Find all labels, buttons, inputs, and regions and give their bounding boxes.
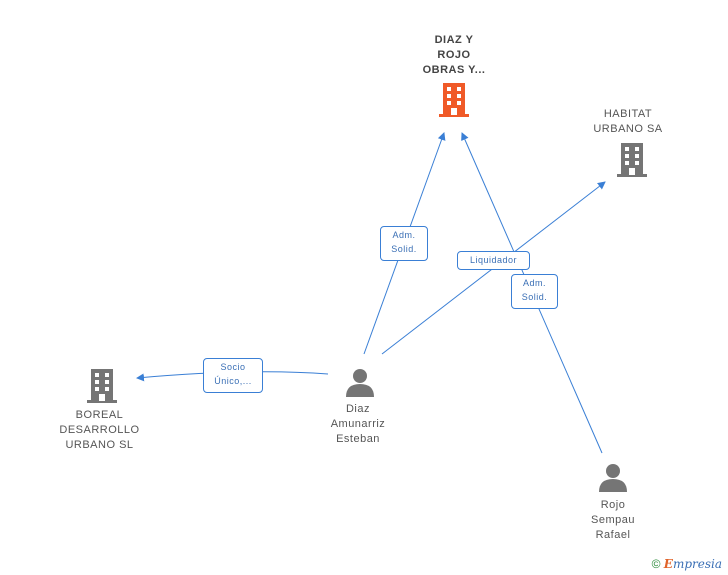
node-label-diaz-person[interactable]: Diaz Amunarriz Esteban bbox=[330, 403, 386, 445]
brand-initial: E bbox=[663, 557, 673, 571]
node-label-diaz-rojo[interactable]: DIAZ Y ROJO OBRAS Y... bbox=[422, 34, 486, 76]
building-icon[interactable] bbox=[617, 143, 647, 177]
building-icon[interactable] bbox=[87, 369, 117, 403]
building-icon[interactable] bbox=[439, 83, 469, 117]
edge-label-liquidador[interactable]: Liquidador bbox=[457, 251, 530, 270]
edge-label-socio-unico[interactable]: Socio Único,... bbox=[203, 358, 263, 393]
person-icon[interactable] bbox=[345, 367, 375, 397]
person-icon[interactable] bbox=[598, 462, 628, 492]
node-label-boreal[interactable]: BOREAL DESARROLLO URBANO SL bbox=[59, 409, 140, 451]
edge-label-adm-solid[interactable]: Adm. Solid. bbox=[511, 274, 558, 309]
node-label-habitat[interactable]: HABITAT URBANO SA bbox=[593, 108, 663, 135]
brand-name: mpresia bbox=[672, 557, 722, 571]
footer-brand: © Empresia bbox=[652, 557, 722, 571]
node-label-rojo-person[interactable]: Rojo Sempau Rafael bbox=[591, 499, 635, 541]
edge-label-adm-solid[interactable]: Adm. Solid. bbox=[380, 226, 428, 261]
copyright-icon: © bbox=[651, 557, 661, 571]
